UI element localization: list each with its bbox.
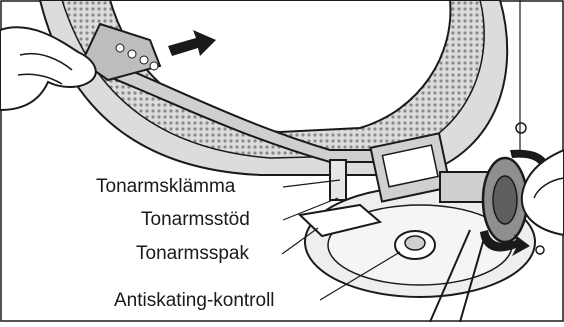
label-anti-skating: Antiskating-kontroll [114,290,275,312]
label-tonearm-clamp: Tonarmsklämma [96,176,235,198]
label-tonearm-lever: Tonarmsspak [136,243,249,265]
label-tonearm-rest: Tonarmsstöd [141,209,250,231]
